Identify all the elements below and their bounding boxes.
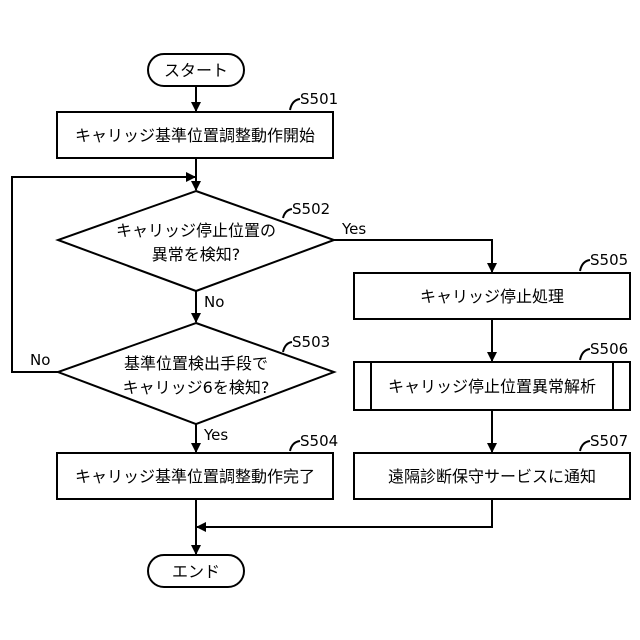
- step-s504-text: キャリッジ基準位置調整動作完了: [75, 467, 315, 486]
- label-s502-no: No: [204, 293, 224, 311]
- end-terminal: エンド: [148, 555, 244, 587]
- step-s506-text: キャリッジ停止位置異常解析: [388, 377, 596, 396]
- start-label: スタート: [164, 61, 228, 80]
- label-s503-no: No: [30, 351, 50, 369]
- step-s506-id: S506: [590, 340, 628, 358]
- decision-s503-line1: 基準位置検出手段で: [124, 354, 268, 373]
- step-s501-leader: [290, 99, 300, 110]
- step-s505-id: S505: [590, 251, 628, 269]
- decision-s503-leader: [283, 342, 292, 352]
- label-s502-yes: Yes: [341, 220, 366, 238]
- step-s507-id: S507: [590, 432, 628, 450]
- step-s504-id: S504: [300, 432, 338, 450]
- decision-s503-id: S503: [292, 333, 330, 351]
- step-s501: キャリッジ基準位置調整動作開始 S501: [57, 90, 338, 158]
- decision-s503: 基準位置検出手段で キャリッジ6を検知? S503: [58, 323, 334, 424]
- decision-s502-id: S502: [292, 200, 330, 218]
- step-s501-text: キャリッジ基準位置調整動作開始: [75, 126, 315, 145]
- decision-s502: キャリッジ停止位置の 異常を検知? S502: [58, 191, 334, 291]
- step-s506-leader: [580, 349, 590, 360]
- start-terminal: スタート: [148, 54, 244, 86]
- arrow-s502-yes-to-s505: [334, 240, 492, 272]
- step-s505-text: キャリッジ停止処理: [420, 287, 564, 306]
- step-s505-leader: [580, 260, 590, 271]
- end-label: エンド: [172, 562, 220, 581]
- step-s504-leader: [290, 441, 300, 451]
- decision-s503-line2: キャリッジ6を検知?: [123, 378, 270, 397]
- decision-s502-line1: キャリッジ停止位置の: [116, 221, 276, 240]
- step-s501-id: S501: [300, 90, 338, 108]
- label-s503-yes: Yes: [203, 426, 228, 444]
- decision-s502-leader: [283, 209, 292, 218]
- step-s504: キャリッジ基準位置調整動作完了 S504: [57, 432, 338, 499]
- step-s507-leader: [580, 441, 590, 451]
- step-s507-text: 遠隔診断保守サービスに通知: [388, 467, 596, 486]
- decision-s502-line2: 異常を検知?: [152, 245, 241, 264]
- arrow-s507-to-merge: [197, 499, 492, 527]
